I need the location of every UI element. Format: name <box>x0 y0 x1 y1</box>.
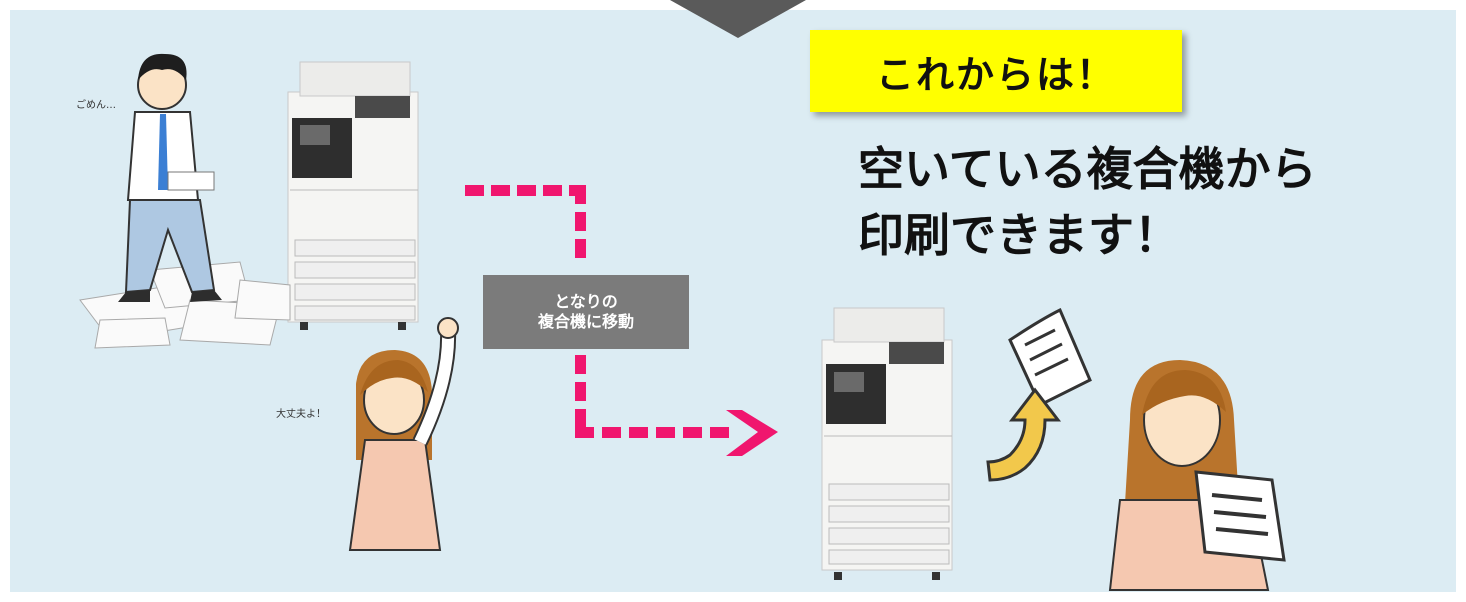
scattered-papers <box>79 261 291 349</box>
printed-paper-icon <box>1008 307 1092 408</box>
down-arrow-icon <box>670 0 806 38</box>
woman-right-icon <box>1108 360 1286 591</box>
highlight-banner: これからは！ <box>810 30 1182 112</box>
move-label-box: となりの 複合機に移動 <box>483 275 689 349</box>
headline-line-2: 印刷できます！ <box>858 208 1180 262</box>
move-label-line-1: となりの <box>554 292 618 311</box>
copier-left-icon <box>287 61 419 330</box>
copier-right-icon <box>821 307 953 580</box>
headline-line-1: 空いている複合機から <box>858 142 1317 196</box>
man-speech-text: ごめん… <box>76 100 116 111</box>
move-label-line-2: 複合機に移動 <box>537 312 634 331</box>
main-headline: 空いている複合機から 印刷できます！ <box>858 136 1438 268</box>
route-arrow-icon <box>465 185 778 456</box>
man-icon <box>118 53 222 302</box>
curved-arrow-icon <box>986 387 1062 482</box>
woman-left-icon <box>348 317 459 551</box>
woman-speech-text: 大丈夫よ！ <box>276 409 326 420</box>
